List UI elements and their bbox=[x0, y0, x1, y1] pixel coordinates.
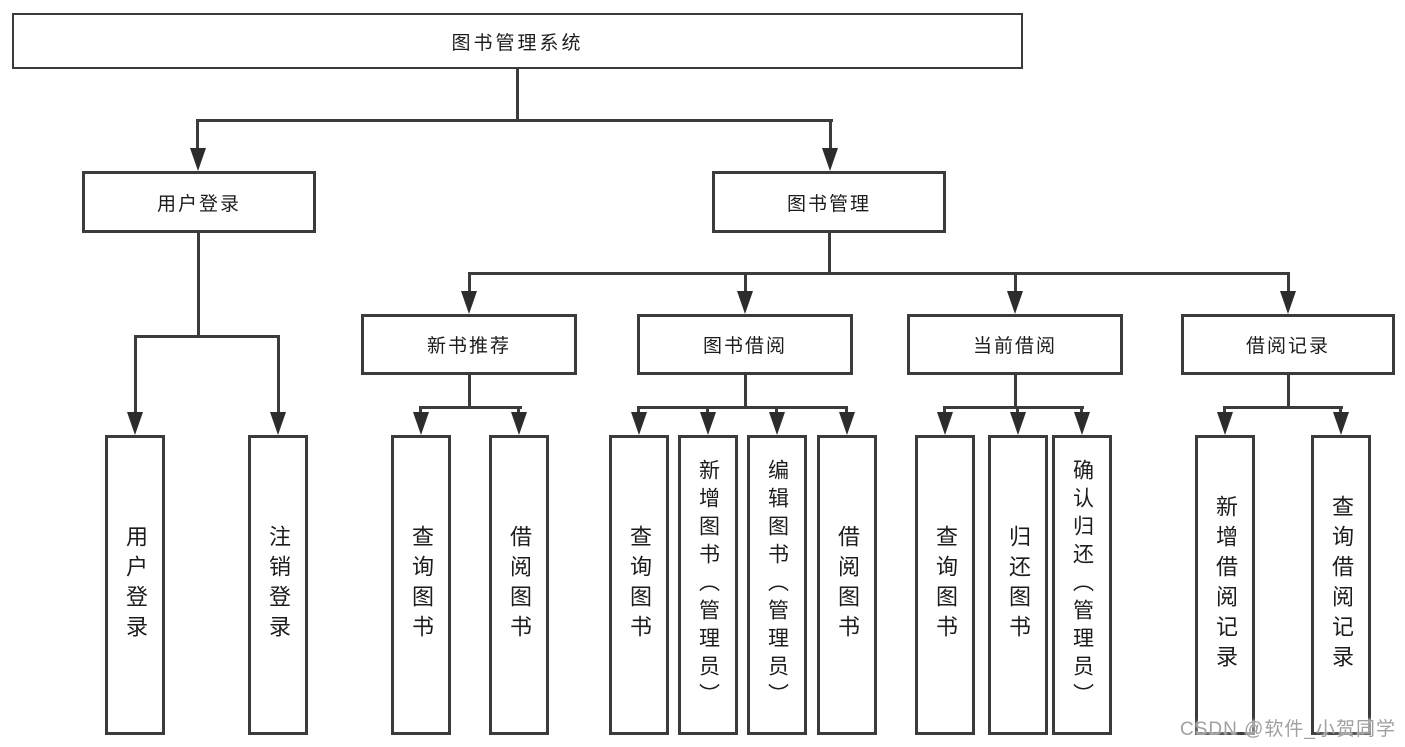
leaf-user-login-label: 用户登录 bbox=[123, 525, 148, 645]
node-current-borrow-label: 当前借阅 bbox=[972, 336, 1057, 357]
arrow-down-icon bbox=[1333, 412, 1349, 435]
connector-user-horizontal bbox=[134, 335, 280, 338]
node-book-borrow-label: 图书借阅 bbox=[702, 336, 787, 357]
connector-stub-leaf bbox=[1080, 406, 1083, 415]
leaf-borrow-books: 借阅图书 bbox=[817, 435, 877, 735]
leaf-query-books-current: 查询图书 bbox=[915, 435, 975, 735]
connector-stub-leaf bbox=[775, 406, 778, 415]
node-borrow-records-label: 借阅记录 bbox=[1245, 336, 1330, 357]
arrow-down-icon bbox=[737, 291, 753, 314]
node-root: 图书管理系统 bbox=[12, 13, 1023, 69]
node-user-login-label: 用户登录 bbox=[156, 193, 241, 215]
node-new-book-recommend-label: 新书推荐 bbox=[426, 336, 511, 357]
arrow-down-icon bbox=[127, 412, 143, 435]
leaf-return-book: 归还图书 bbox=[988, 435, 1048, 735]
leaf-query-borrow-record-label: 查询借阅记录 bbox=[1329, 495, 1354, 675]
connector-stub-leaf bbox=[1223, 406, 1226, 415]
node-borrow-records: 借阅记录 bbox=[1181, 314, 1395, 375]
connector-stub-user bbox=[196, 119, 199, 150]
leaf-query-books-recommend: 查询图书 bbox=[391, 435, 451, 735]
connector-group3-horizontal bbox=[943, 406, 1084, 409]
connector-stub-leaf bbox=[637, 406, 640, 415]
arrow-down-icon bbox=[413, 412, 429, 435]
connector-group1-horizontal bbox=[419, 406, 522, 409]
connector-management-horizontal bbox=[468, 272, 1290, 275]
connector-stub-group bbox=[468, 272, 471, 293]
arrow-down-icon bbox=[511, 412, 527, 435]
node-book-management: 图书管理 bbox=[712, 171, 946, 233]
leaf-query-books-current-label: 查询图书 bbox=[933, 525, 958, 645]
arrow-down-icon bbox=[631, 412, 647, 435]
leaf-add-borrow-record-label: 新增借阅记录 bbox=[1213, 495, 1238, 675]
arrow-down-icon bbox=[1007, 291, 1023, 314]
connector-group3-vertical bbox=[1014, 375, 1017, 406]
leaf-borrow-books-label: 借阅图书 bbox=[835, 525, 860, 645]
arrow-down-icon bbox=[1010, 412, 1026, 435]
connector-group2-horizontal bbox=[637, 406, 848, 409]
leaf-return-book-label: 归还图书 bbox=[1006, 525, 1031, 645]
arrow-down-icon bbox=[769, 412, 785, 435]
leaf-add-book-admin: 新增图书（管理员） bbox=[678, 435, 738, 735]
connector-stub-leaf bbox=[706, 406, 709, 415]
leaf-borrow-books-recommend: 借阅图书 bbox=[489, 435, 549, 735]
node-book-borrow: 图书借阅 bbox=[637, 314, 853, 375]
arrow-down-icon bbox=[1217, 412, 1233, 435]
node-user-login: 用户登录 bbox=[82, 171, 316, 233]
node-book-management-label: 图书管理 bbox=[786, 193, 871, 215]
connector-management-vertical bbox=[828, 233, 831, 272]
connector-group4-horizontal bbox=[1223, 406, 1343, 409]
connector-group2-vertical bbox=[744, 375, 747, 406]
arrow-down-icon bbox=[937, 412, 953, 435]
node-root-label: 图书管理系统 bbox=[451, 32, 584, 54]
leaf-logout-label: 注销登录 bbox=[266, 525, 291, 645]
connector-root-vertical bbox=[516, 69, 519, 120]
node-new-book-recommend: 新书推荐 bbox=[361, 314, 577, 375]
arrow-down-icon bbox=[270, 412, 286, 435]
arrow-down-icon bbox=[839, 412, 855, 435]
leaf-edit-book-admin: 编辑图书（管理员） bbox=[747, 435, 807, 735]
arrow-down-icon bbox=[1280, 291, 1296, 314]
leaf-confirm-return-admin: 确认归还（管理员） bbox=[1052, 435, 1112, 735]
arrow-down-icon bbox=[1074, 412, 1090, 435]
leaf-query-books-borrow-label: 查询图书 bbox=[627, 525, 652, 645]
connector-stub-leaf bbox=[134, 335, 137, 414]
arrow-down-icon bbox=[822, 148, 838, 171]
watermark: CSDN @软件_小贺同学 bbox=[1180, 719, 1396, 740]
connector-root-horizontal bbox=[196, 119, 833, 122]
leaf-logout: 注销登录 bbox=[248, 435, 308, 735]
leaf-query-borrow-record: 查询借阅记录 bbox=[1311, 435, 1371, 735]
connector-stub-leaf bbox=[419, 406, 422, 415]
connector-stub-leaf bbox=[1016, 406, 1019, 415]
arrow-down-icon bbox=[190, 148, 206, 171]
leaf-user-login: 用户登录 bbox=[105, 435, 165, 735]
connector-stub-leaf bbox=[943, 406, 946, 415]
leaf-confirm-return-admin-label: 确认归还（管理员） bbox=[1070, 459, 1094, 711]
connector-stub-leaf bbox=[517, 406, 520, 415]
connector-stub-leaf bbox=[1339, 406, 1342, 415]
connector-stub-management bbox=[829, 119, 832, 150]
connector-stub-group bbox=[1287, 272, 1290, 293]
connector-stub-group bbox=[744, 272, 747, 293]
connector-group1-vertical bbox=[468, 375, 471, 406]
leaf-edit-book-admin-label: 编辑图书（管理员） bbox=[765, 459, 789, 711]
arrow-down-icon bbox=[700, 412, 716, 435]
connector-stub-group bbox=[1014, 272, 1017, 293]
leaf-query-books-recommend-label: 查询图书 bbox=[409, 525, 434, 645]
leaf-add-book-admin-label: 新增图书（管理员） bbox=[696, 459, 720, 711]
node-current-borrow: 当前借阅 bbox=[907, 314, 1123, 375]
connector-stub-leaf bbox=[845, 406, 848, 415]
connector-user-vertical bbox=[197, 233, 200, 335]
leaf-add-borrow-record: 新增借阅记录 bbox=[1195, 435, 1255, 735]
leaf-borrow-books-recommend-label: 借阅图书 bbox=[507, 525, 532, 645]
connector-stub-leaf bbox=[277, 335, 280, 414]
arrow-down-icon bbox=[461, 291, 477, 314]
leaf-query-books-borrow: 查询图书 bbox=[609, 435, 669, 735]
connector-group4-vertical bbox=[1287, 375, 1290, 406]
